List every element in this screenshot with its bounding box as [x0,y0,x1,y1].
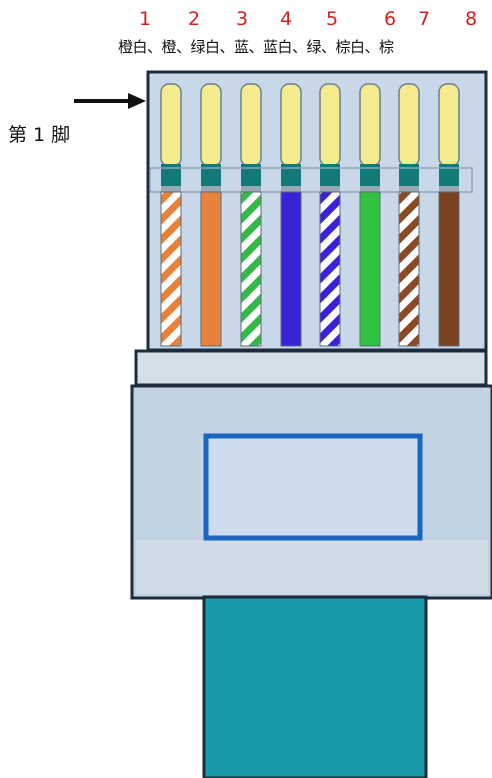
wire-5 [319,191,341,347]
wire-8 [438,191,460,347]
pin-1-arrow-icon [74,93,146,109]
pin-number-8: 8 [464,8,478,30]
wire-1 [160,191,182,347]
pin-number-2: 2 [187,8,201,30]
wire-6 [359,191,381,347]
pin-1-label: 第 1 脚 [8,124,71,146]
wire-3 [240,191,262,347]
contact-pin-1 [160,83,182,192]
plug-body-lower-shade [136,540,488,594]
contact-pin-8 [438,83,460,192]
wire-4 [280,191,302,347]
pin-number-6: 6 [383,8,397,30]
wires [160,191,460,347]
cable-jacket [202,595,428,778]
pin-number-1: 1 [138,8,152,30]
contact-pin-7 [398,83,420,192]
latch-window [203,433,423,541]
pin-number-5: 5 [325,8,339,30]
pin-number-3: 3 [235,8,249,30]
pin-number-4: 4 [279,8,293,30]
contact-pin-3 [240,83,262,192]
pin-number-7: 7 [417,8,431,30]
wire-7 [398,191,420,347]
plug-collar [134,349,488,387]
wire-2 [200,191,222,347]
contact-retention-bar [149,167,473,193]
contact-pin-2 [200,83,222,192]
contact-pin-4 [280,83,302,192]
plug-head [146,70,488,352]
contacts [160,83,460,192]
contact-pin-5 [319,83,341,192]
wire-color-sequence: 橙白、橙、绿白、蓝、蓝白、绿、棕白、棕 [118,38,394,56]
contact-pin-6 [359,83,381,192]
